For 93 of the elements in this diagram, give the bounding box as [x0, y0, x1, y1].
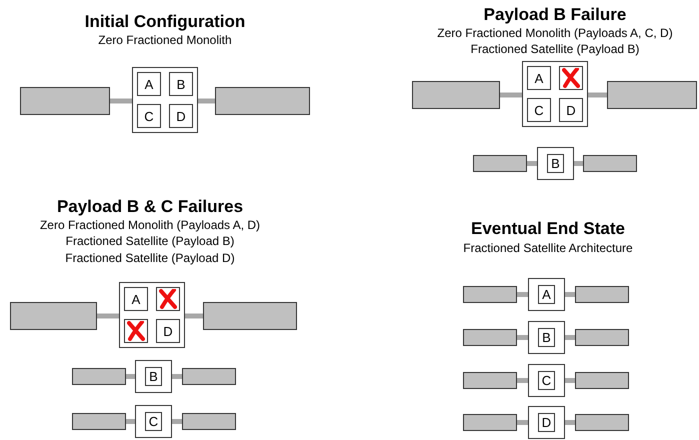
satellite-bus: [528, 278, 565, 311]
strut: [517, 420, 528, 425]
payload-letter: A: [144, 78, 154, 90]
strut: [565, 335, 575, 340]
satellite-bus: [522, 61, 588, 127]
strut: [517, 292, 528, 297]
payload-box: [145, 367, 162, 386]
solar-panel: [583, 155, 637, 172]
payload-box: [137, 104, 161, 128]
subheading: Zero Fractioned Monolith: [98, 33, 232, 48]
solar-panel: [203, 302, 297, 330]
strut: [588, 92, 607, 98]
payload-box: [169, 72, 193, 96]
payload-letter: B: [542, 331, 551, 344]
solar-panel: [20, 87, 110, 115]
satellite-bus: [528, 364, 565, 397]
payload-letter: A: [132, 292, 140, 306]
strut: [126, 419, 135, 424]
solar-panel: [575, 329, 629, 346]
solar-panel: [72, 413, 126, 430]
strut: [500, 92, 522, 98]
satellite-bus: [537, 147, 574, 180]
solar-panel: [182, 413, 236, 430]
solar-panel: [463, 286, 517, 303]
section-heading: Initial Configuration: [84, 11, 246, 32]
payload-box: [145, 412, 162, 431]
subheading: Fractioned Satellite (Payload D): [65, 251, 235, 266]
payload-letter: C: [148, 415, 158, 428]
section-heading: Eventual End State: [471, 218, 625, 240]
payload-letter: D: [542, 416, 552, 429]
solar-panel: [72, 368, 126, 385]
strut: [574, 161, 583, 166]
satellite-bus: [135, 360, 172, 393]
subheading: Zero Fractioned Monolith (Payloads A, D): [40, 218, 260, 233]
payload-box: [169, 104, 193, 128]
payload-letter: A: [534, 72, 544, 84]
payload-letter: D: [566, 104, 576, 116]
section-heading: Payload B & C Failures: [56, 196, 244, 218]
satellite-bus: [132, 67, 198, 133]
payload-box: [538, 413, 555, 432]
solar-panel: [182, 368, 236, 385]
payload-letter: B: [149, 370, 158, 383]
payload-box: [538, 371, 555, 390]
strut: [517, 335, 528, 340]
solar-panel: [463, 329, 517, 346]
solar-panel: [575, 372, 629, 389]
payload-box: [156, 319, 180, 343]
strut: [172, 419, 182, 424]
satellite-bus: [135, 405, 172, 438]
payload-letter: B: [551, 157, 560, 170]
payload-box: [538, 285, 555, 304]
strut: [126, 374, 135, 379]
solar-panel: [473, 155, 527, 172]
subheading: Fractioned Satellite Architecture: [463, 241, 633, 256]
strut: [517, 378, 528, 383]
section-heading: Payload B Failure: [484, 4, 626, 26]
subheading: Zero Fractioned Monolith (Payloads A, C, D): [437, 26, 673, 41]
solar-panel: [10, 302, 97, 330]
subheading: Fractioned Satellite (Payload B): [470, 42, 640, 57]
payload-letter: C: [534, 104, 544, 116]
solar-panel: [215, 87, 310, 115]
strut: [565, 292, 575, 297]
subheading: Fractioned Satellite (Payload B): [66, 234, 234, 249]
strut: [97, 314, 119, 318]
solar-panel: [412, 81, 500, 109]
payload-box: [527, 98, 551, 122]
strut: [565, 420, 575, 425]
payload-box: [124, 287, 148, 311]
solar-panel: [463, 372, 517, 389]
satellite-bus: [119, 282, 185, 348]
payload-letter: D: [163, 324, 173, 338]
solar-panel: [575, 286, 629, 303]
payload-letter: A: [542, 288, 551, 301]
payload-box: [547, 154, 564, 173]
strut: [527, 161, 537, 166]
strut: [565, 378, 575, 383]
payload-box: [538, 328, 555, 347]
payload-letter: B: [176, 78, 186, 90]
payload-letter: C: [144, 110, 154, 122]
satellite-bus: [528, 406, 565, 439]
payload-box: [527, 66, 551, 90]
strut: [172, 374, 182, 379]
strut: [110, 98, 132, 104]
payload-letter: D: [176, 110, 186, 122]
solar-panel: [607, 81, 697, 109]
satellite-bus: [528, 321, 565, 354]
strut: [185, 314, 203, 318]
payload-box: [559, 98, 583, 122]
payload-letter: C: [542, 374, 552, 387]
solar-panel: [463, 414, 517, 431]
strut: [198, 98, 215, 104]
payload-box: [137, 72, 161, 96]
solar-panel: [575, 414, 629, 431]
